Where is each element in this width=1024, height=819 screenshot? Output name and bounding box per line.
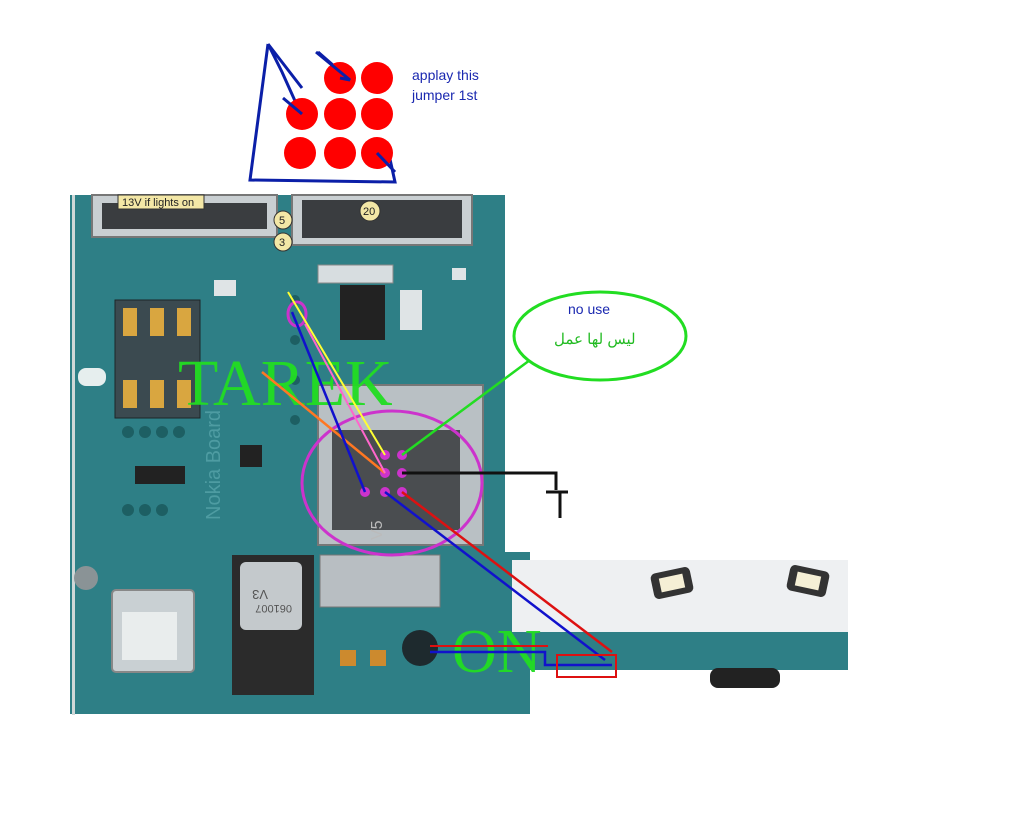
jumper-pad xyxy=(284,137,316,169)
jumper-pad xyxy=(361,62,393,94)
pcb-label-lights: 13V if lights on xyxy=(122,197,194,209)
no-use-english: no use xyxy=(568,301,610,317)
jumper-wire-blue-top xyxy=(290,311,367,493)
on-button-outline xyxy=(556,654,617,678)
pcb-pad-20 xyxy=(359,200,381,222)
no-use-callout xyxy=(512,290,688,382)
jumper-pad xyxy=(324,98,356,130)
jumper-pad xyxy=(361,98,393,130)
pcb-label-v5: V5 xyxy=(369,520,386,540)
watermark-tarek: TAREK xyxy=(178,347,393,420)
jumper-wire-red-right xyxy=(401,491,613,653)
pcb-pad-5 xyxy=(273,210,293,230)
sim-highlight-ellipse xyxy=(300,409,484,557)
jumper-wire-pink xyxy=(304,323,386,474)
jumper-note-line2: jumper 1st xyxy=(411,87,477,103)
jumper-wire-blue-on xyxy=(430,650,612,667)
bridge-line-green xyxy=(401,358,531,457)
jumper-wire-orange xyxy=(261,371,386,474)
pcb-label-061007: 061007 xyxy=(255,602,292,614)
jumper-wire-yellow xyxy=(287,291,386,456)
pcb-label-5: 5 xyxy=(279,215,285,227)
jumper-wire-blue-right xyxy=(384,491,606,661)
pcb-label-3: 3 xyxy=(279,237,285,249)
jumper-note-line1: applay this xyxy=(412,67,479,83)
jumper-outline xyxy=(248,43,397,184)
ground-icon xyxy=(402,471,568,518)
pcb-label-v3: V3 xyxy=(252,587,268,602)
no-use-arabic: ليس لها عمل xyxy=(554,331,636,348)
pcb-label-20: 20 xyxy=(363,206,375,218)
jumper-pad xyxy=(324,137,356,169)
jumper-pad-grid: applay this jumper 1st xyxy=(248,43,479,184)
pcb-label-nokia: Nokia Board xyxy=(203,410,225,520)
pcb-pad-3 xyxy=(273,232,293,252)
